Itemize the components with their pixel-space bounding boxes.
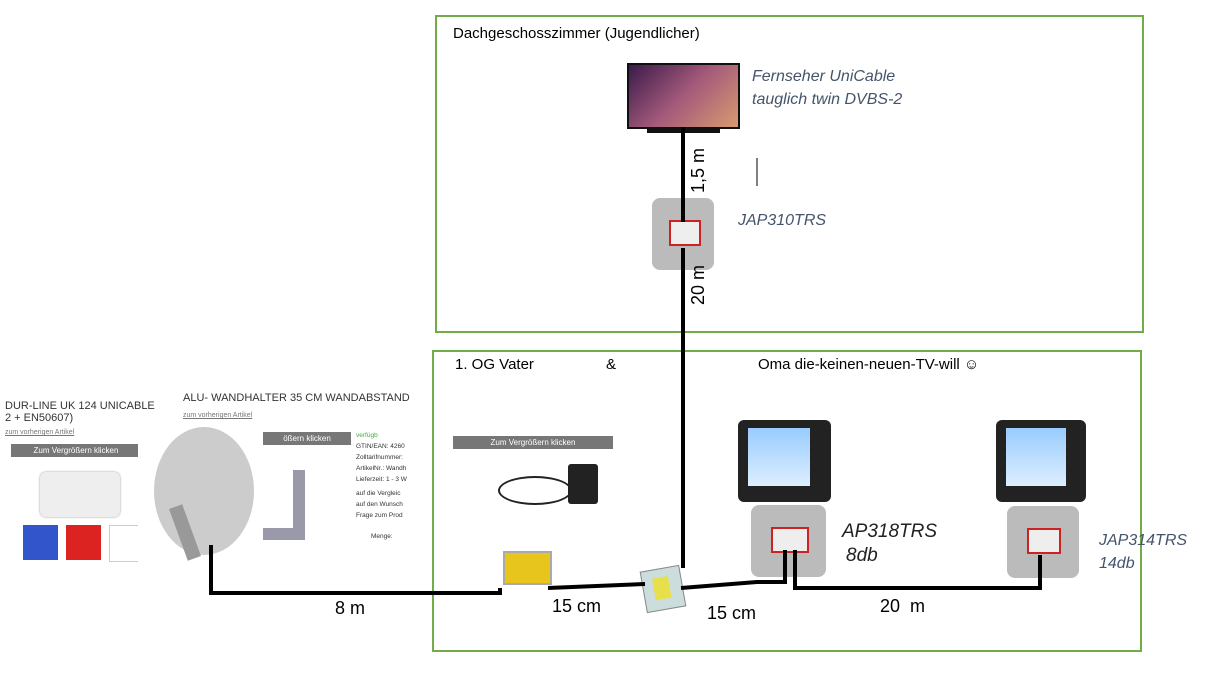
- info-gtin: GTIN/EAN: 4260: [356, 443, 405, 450]
- lnb-product-image: DUR-LINE UK 124 UNICABLE 2 + EN50607) zu…: [5, 400, 155, 580]
- cable-label-attic: 20 m: [688, 264, 708, 305]
- cable-dish-to-inserter: [209, 545, 502, 595]
- psu-zoom-bar[interactable]: Zum Vergrößern klicken: [453, 436, 613, 449]
- cable-label-15cm-2: 15 cm: [707, 603, 757, 623]
- wall-bracket-icon: [293, 470, 305, 540]
- badge-icon: [66, 525, 101, 560]
- cable-socket-to-socket: [793, 550, 1042, 590]
- attic-title: Dachgeschosszimmer (Jugendlicher): [453, 25, 700, 42]
- crt-tv-icon: [738, 420, 831, 502]
- crt-tv-icon: [996, 420, 1086, 502]
- room-first-floor: [432, 350, 1142, 652]
- cable-label-tv-top: 1,5 m: [688, 147, 708, 193]
- wall-bracket-arm: [263, 528, 305, 540]
- question-link[interactable]: Frage zum Prod: [356, 512, 403, 519]
- wishlist-link[interactable]: auf den Wunsch: [356, 501, 403, 508]
- info-article: ArtikelNr.: Wandh: [356, 465, 407, 472]
- cable-label-20m: 20 m: [880, 596, 926, 616]
- info-availability: verfügb: [356, 432, 378, 439]
- wall-socket-icon: [1007, 506, 1079, 578]
- grandma-title: Oma die-keinen-neuen-TV-will ☺: [758, 356, 980, 373]
- holder-title: ALU- WANDHALTER 35 CM WANDABSTAND: [183, 392, 410, 404]
- cable-label-15cm-1: 15 cm: [552, 596, 602, 616]
- badge-icon: [23, 525, 58, 560]
- socket-right-db: 14db: [1099, 555, 1135, 572]
- cable-tap-to-socket: [680, 550, 787, 590]
- power-inserter-icon: [503, 551, 552, 585]
- satellite-dish-icon: [138, 425, 263, 565]
- socket-mid-db: 8db: [846, 545, 878, 566]
- power-adapter-icon: [568, 464, 598, 504]
- socket-right-label: JAP314TRS: [1099, 532, 1188, 549]
- cable-inserter-to-tap: [547, 582, 646, 590]
- socket-top-label: JAP310TRS: [738, 212, 827, 229]
- first-floor-title: 1. OG Vater: [455, 356, 534, 373]
- quantity-label: Menge:: [371, 533, 393, 540]
- wall-socket-icon: [751, 505, 826, 577]
- lnb-title: DUR-LINE UK 124 UNICABLE 2 + EN50607): [5, 400, 155, 424]
- cable-label-8m: 8 m: [335, 598, 366, 618]
- room-attic: [435, 15, 1144, 333]
- compare-link[interactable]: auf die Vergleic: [356, 490, 401, 497]
- socket-mid-label: AP318TRS: [842, 521, 938, 542]
- power-supply-image: Zum Vergrößern klicken: [453, 436, 613, 601]
- ampersand: &: [606, 356, 617, 373]
- lnb-icon: [40, 472, 120, 517]
- lnb-zoom-bar[interactable]: Zum Vergrößern klicken: [11, 444, 141, 457]
- tv-top-label-2: tauglich twin DVBS-2: [752, 91, 903, 108]
- tv-top-label-1: Fernseher UniCable: [752, 68, 896, 85]
- flat-tv-icon: [627, 63, 740, 129]
- info-tariff: Zolltarifnummer:: [356, 454, 403, 461]
- info-delivery: Lieferzeit: 1 - 3 W: [356, 476, 407, 483]
- holder-link[interactable]: zum vorherigen Artikel: [183, 412, 253, 419]
- cable-coil-icon: [498, 476, 572, 505]
- holder-zoom-bar[interactable]: ößern klicken: [263, 432, 351, 445]
- lnb-link[interactable]: zum vorherigen Artikel: [5, 429, 75, 436]
